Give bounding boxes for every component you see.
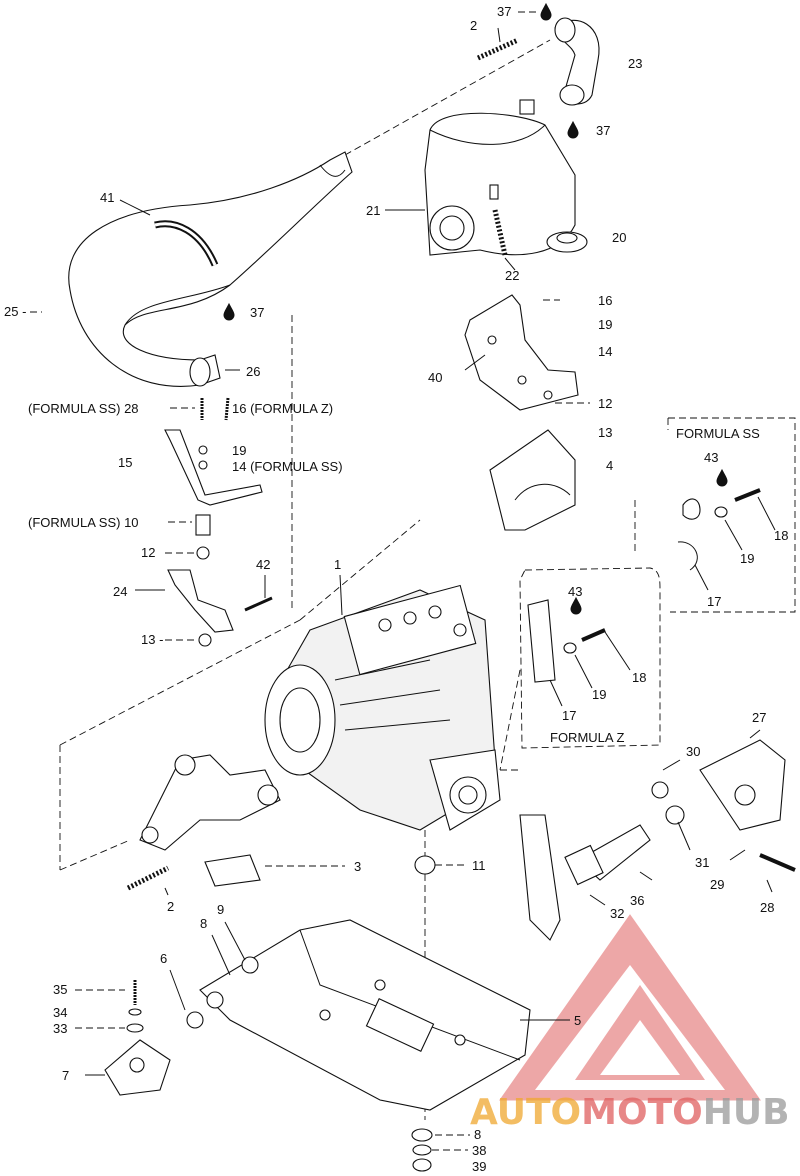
right-mount-parts: [519, 739, 796, 941]
callout-37: 37: [596, 123, 610, 138]
oil-drop-icon: [570, 596, 582, 615]
callout-24: 24: [113, 584, 127, 599]
watermark-moto: MOTO: [581, 1092, 703, 1133]
callout-13: 13: [598, 425, 612, 440]
callout-23: 23: [628, 56, 642, 71]
callout-27: 27: [752, 710, 766, 725]
callout-19: 19: [740, 551, 754, 566]
callout-21: 21: [366, 203, 380, 218]
callout-43: 43: [704, 450, 718, 465]
lower-small-parts: [126, 854, 436, 891]
callout-38: 38: [472, 1143, 486, 1158]
callout-26: 26: [246, 364, 260, 379]
formula-ss-box: [667, 417, 796, 613]
bottom-washers: [411, 1128, 433, 1172]
callout-35: 35: [53, 982, 67, 997]
callout-29: 29: [710, 877, 724, 892]
bracket-40: [464, 294, 579, 411]
callout-2: 2: [470, 18, 477, 33]
callout-39: 39: [472, 1159, 486, 1174]
callout-8: 8: [474, 1127, 481, 1142]
spring-top: [476, 37, 520, 61]
callout-7: 7: [62, 1068, 69, 1083]
formula-z-title: FORMULA Z: [550, 730, 624, 745]
svg-text:AUTOMOTOHUB: AUTOMOTOHUB: [470, 1092, 790, 1133]
callout-10: (FORMULA SS) 10: [28, 515, 139, 530]
callout-33: 33: [53, 1021, 67, 1036]
callout-42: 42: [256, 557, 270, 572]
callout-14: 14 (FORMULA SS): [232, 459, 343, 474]
tuned-pipe: [68, 151, 353, 387]
watermark-hub: HUB: [703, 1092, 790, 1133]
callout-4: 4: [606, 458, 613, 473]
callout-41: 41: [100, 190, 114, 205]
callout-13: 13 -: [141, 632, 163, 647]
callout-11: 11: [472, 858, 486, 873]
callout-40: 40: [428, 370, 442, 385]
rubber-mount-left: [104, 956, 259, 1096]
grommet-20: [546, 231, 588, 253]
callout-25: 25 -: [4, 304, 26, 319]
watermark-logo: [499, 914, 761, 1101]
callout-19: 19: [232, 443, 246, 458]
callout-43: 43: [568, 584, 582, 599]
callout-3: 3: [354, 859, 361, 874]
callout-17: 17: [562, 708, 576, 723]
callout-18: 18: [774, 528, 788, 543]
oil-drop-icon: [223, 302, 235, 321]
callout-20: 20: [612, 230, 626, 245]
callout-19: 19: [592, 687, 606, 702]
callout-labels: 37 2 23 37 41 21 20 22 16 25 - 37 19 14 …: [4, 4, 788, 1174]
oil-drop-icon: [540, 2, 552, 21]
callout-16: 16 (FORMULA Z): [232, 401, 333, 416]
callout-15: 15: [118, 455, 132, 470]
callout-36: 36: [630, 893, 644, 908]
callout-28: 28: [760, 900, 774, 915]
heat-shield: [489, 429, 576, 531]
exhaust-coupler: [554, 17, 600, 106]
callout-6: 6: [160, 951, 167, 966]
callout-12: 12: [598, 396, 612, 411]
formula-ss-title: FORMULA SS: [676, 426, 760, 441]
leader-lines: [30, 11, 776, 1151]
muffler: [424, 99, 576, 256]
callout-14: 14: [598, 344, 612, 359]
callout-16: 16: [598, 293, 612, 308]
watermark-auto: AUTO: [470, 1092, 581, 1133]
assembly-guide-lines: [59, 39, 636, 1120]
callout-37: 37: [497, 4, 511, 19]
callout-17: 17: [707, 594, 721, 609]
watermark-wordmark: AUTOMOTOHUB: [470, 1092, 790, 1133]
engine-mount-plate: [199, 919, 531, 1111]
callout-12: 12: [141, 545, 155, 560]
callout-1: 1: [334, 557, 341, 572]
callout-5: 5: [574, 1013, 581, 1028]
callout-34: 34: [53, 1005, 67, 1020]
callout-18: 18: [632, 670, 646, 685]
formula-z-box: [519, 567, 661, 749]
callout-31: 31: [695, 855, 709, 870]
callout-8: 8: [200, 916, 207, 931]
engine: [264, 584, 501, 831]
callout-22: 22: [505, 268, 519, 283]
oil-drop-icon: [567, 120, 579, 139]
callout-28: (FORMULA SS) 28: [28, 401, 139, 416]
callout-32: 32: [610, 906, 624, 921]
callout-19: 19: [598, 317, 612, 332]
oil-drop-icon: [716, 468, 728, 487]
exhaust-manifold: [139, 754, 281, 851]
callout-2: 2: [167, 899, 174, 914]
callout-9: 9: [217, 902, 224, 917]
callout-37: 37: [250, 305, 264, 320]
oil-drop-icon-group: [223, 2, 728, 615]
support-brackets-left: [164, 397, 273, 647]
callout-30: 30: [686, 744, 700, 759]
